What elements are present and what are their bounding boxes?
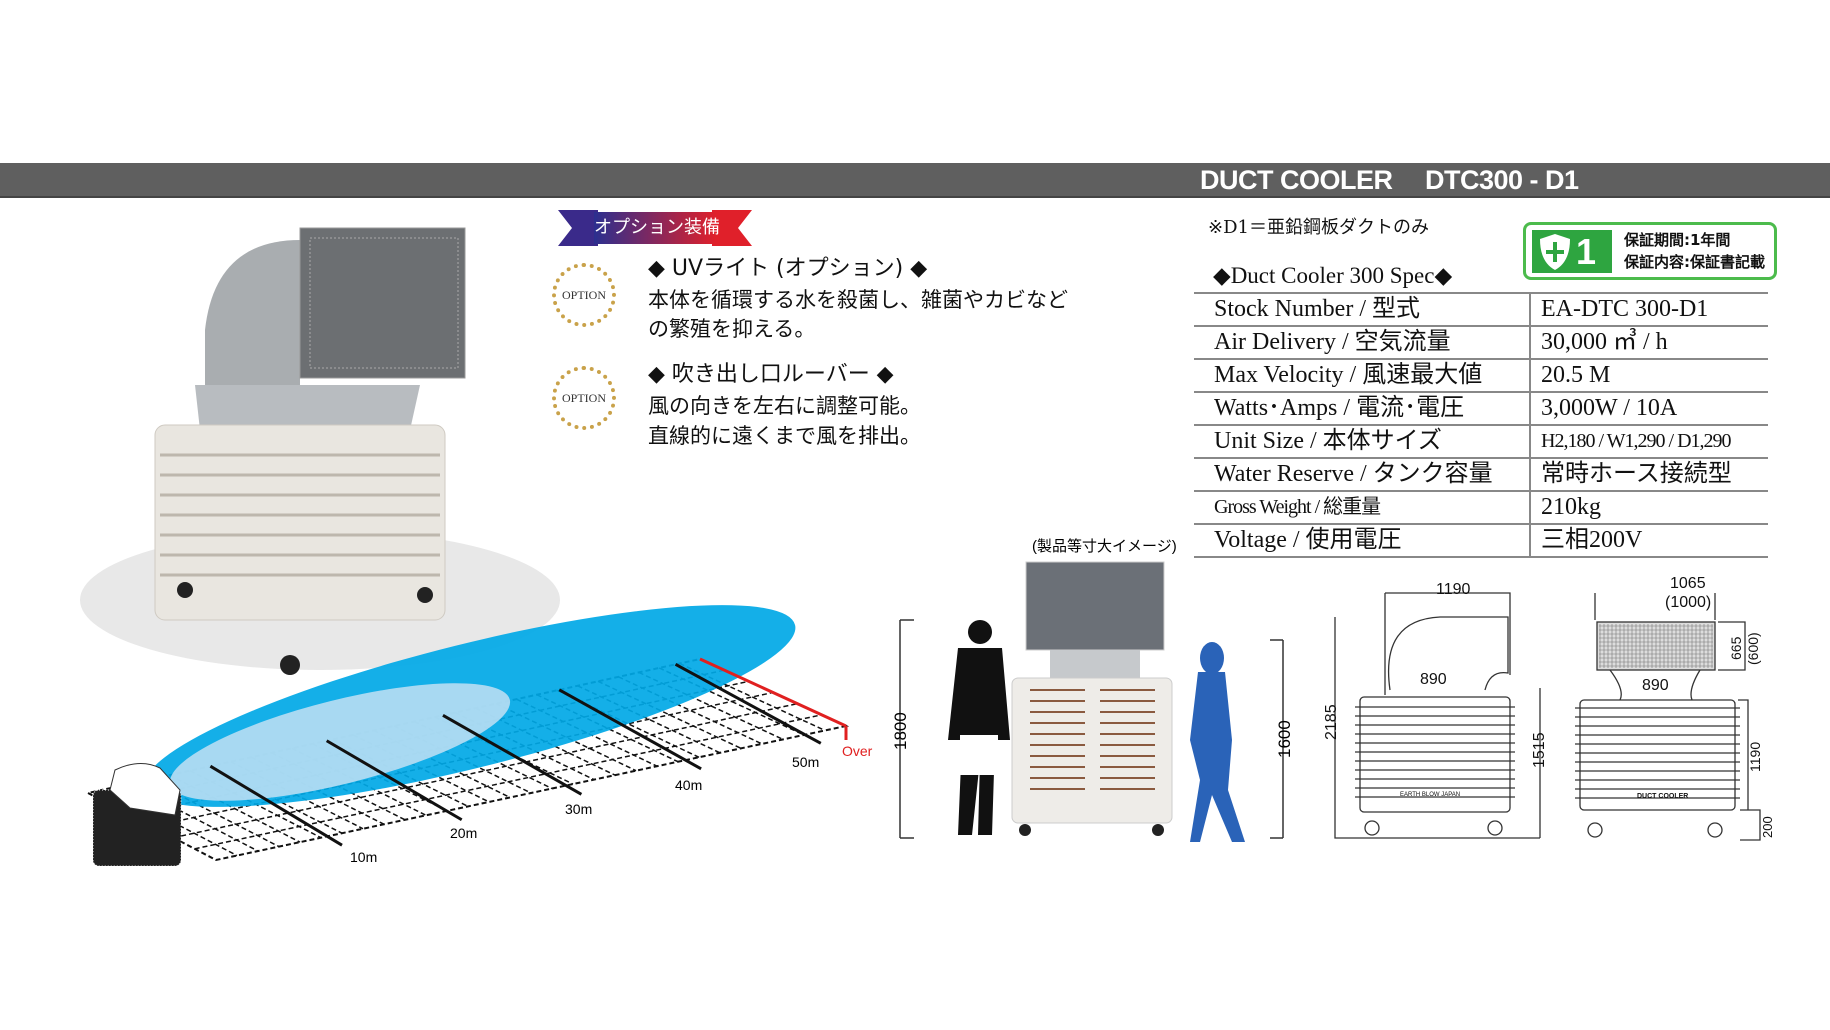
- dim-front-duct-height: 665: [1728, 636, 1744, 660]
- distance-mark: [442, 713, 583, 796]
- duct-grille: [299, 227, 466, 379]
- spec-title: ◆Duct Cooler 300 Spec◆: [1213, 263, 1453, 288]
- dim-front-duct-inner-height: (600): [1745, 632, 1761, 665]
- badge-label: オプション装備: [594, 212, 720, 244]
- option-uv-title: ◆ UVライト (オプション) ◆: [648, 256, 928, 281]
- spec-value: 三相200V: [1529, 523, 1768, 558]
- spec-label: Air Delivery / 空気流量: [1194, 325, 1530, 359]
- duct-note: ※D1＝亜鉛鋼板ダクトのみ: [1208, 217, 1429, 238]
- dim-side-duct-width: 890: [1420, 671, 1447, 688]
- spec-value: H2,180 / W1,290 / D1,290: [1529, 424, 1768, 458]
- dim-front-inner-width: (1000): [1665, 594, 1711, 611]
- option-uv-desc: の繁殖を抑える。: [648, 317, 816, 341]
- spec-label: Max Velocity / 風速最大値: [1194, 358, 1530, 392]
- spec-value: 30,000 ㎥ / h: [1529, 325, 1768, 359]
- spec-value: 20.5 M: [1529, 358, 1768, 392]
- distance-mark: [209, 764, 343, 847]
- distance-10m: 10m: [350, 849, 377, 865]
- spec-label: Unit Size / 本体サイズ: [1194, 424, 1530, 458]
- dim-front-base-height: 200: [1760, 816, 1775, 838]
- front-brand-label: DUCT COOLER: [1637, 793, 1688, 800]
- man-silhouette: [948, 620, 1010, 835]
- option-louver-title: ◆ 吹き出し口ルーバー ◆: [648, 362, 894, 387]
- dim-side-top-width: 1190: [1436, 581, 1471, 598]
- dimension-drawing-front: [1575, 593, 1761, 841]
- product-name: DUCT COOLER: [1200, 165, 1393, 195]
- spec-label: Watts･Amps / 電流･電圧: [1194, 391, 1530, 425]
- title-bar: DUCT COOLER DTC300 - D1: [0, 163, 1830, 198]
- table-row: Voltage / 使用電圧三相200V: [1194, 523, 1768, 558]
- grid-line: [194, 714, 822, 850]
- medal-label: OPTION: [562, 287, 606, 302]
- airflow-core: [169, 683, 511, 801]
- spec-label: Water Reserve / タンク容量: [1194, 457, 1530, 491]
- distance-mark: [558, 688, 702, 771]
- option-medal-icon: OPTION: [552, 263, 616, 327]
- woman-height: 1600: [1275, 720, 1294, 758]
- dim-front-duct-width: 890: [1642, 677, 1669, 694]
- distance-40m: 40m: [675, 777, 702, 793]
- spec-value: EA-DTC 300-D1: [1529, 292, 1768, 326]
- dim-front-outer-width: 1065: [1670, 575, 1706, 592]
- size-caption: (製品等寸大イメージ): [1032, 537, 1177, 555]
- medal-label: OPTION: [562, 390, 606, 405]
- product-photo: [80, 227, 560, 675]
- dim-front-body-height: 1190: [1747, 742, 1763, 772]
- spec-label: Gross Weight / 総重量: [1194, 490, 1530, 524]
- option-equipment-badge: オプション装備: [558, 210, 752, 246]
- warranty-period: 保証期間:1年間: [1624, 231, 1731, 249]
- option-medal-icon: OPTION: [552, 366, 616, 430]
- size-comparison: (製品等寸大イメージ) 1800 1600: [891, 537, 1294, 842]
- dim-side-total-height: 2185: [1323, 704, 1340, 740]
- dim-side-body-height: 1515: [1531, 732, 1548, 768]
- airflow-diagram: 10m 20m 30m 40m 50m Over: [85, 605, 873, 867]
- spec-value: 常時ホース接続型: [1529, 457, 1768, 491]
- spec-label: Voltage / 使用電圧: [1194, 523, 1530, 558]
- distance-20m: 20m: [450, 825, 477, 841]
- distance-mark: [325, 739, 463, 822]
- warranty-content: 保証内容:保証書記載: [1624, 253, 1765, 271]
- spec-value: 3,000W / 10A: [1529, 391, 1768, 425]
- table-row: Water Reserve / タンク容量常時ホース接続型: [1194, 457, 1768, 491]
- distance-30m: 30m: [565, 801, 592, 817]
- side-brand-label: EARTH BLOW JAPAN: [1400, 792, 1460, 798]
- option-uv-desc: 本体を循環する水を殺菌し、雑菌やカビなど: [648, 288, 1068, 312]
- shield-icon: [1540, 234, 1570, 270]
- warranty-badge: 1 保証期間:1年間 保証内容:保証書記載: [1523, 222, 1777, 280]
- option-louver-desc: 直線的に遠くまで風を排出。: [648, 424, 921, 448]
- distance-mark: [674, 663, 822, 745]
- distance-over: Over: [842, 743, 873, 759]
- model-name: DTC300 - D1: [1425, 165, 1579, 195]
- man-height: 1800: [891, 712, 910, 750]
- option-louver-desc: 風の向きを左右に調整可能。: [648, 394, 921, 418]
- spec-label: Stock Number / 型式: [1194, 292, 1530, 326]
- spec-value: 210kg: [1529, 490, 1768, 524]
- warranty-years: 1: [1532, 230, 1612, 273]
- dimension-drawing-side: [1334, 592, 1541, 839]
- woman-silhouette: [1190, 642, 1245, 842]
- over-line: [699, 657, 847, 728]
- caster-icon: [280, 655, 300, 675]
- distance-50m: 50m: [792, 754, 819, 770]
- duct-grille: [1025, 561, 1165, 651]
- grid-line: [173, 702, 798, 839]
